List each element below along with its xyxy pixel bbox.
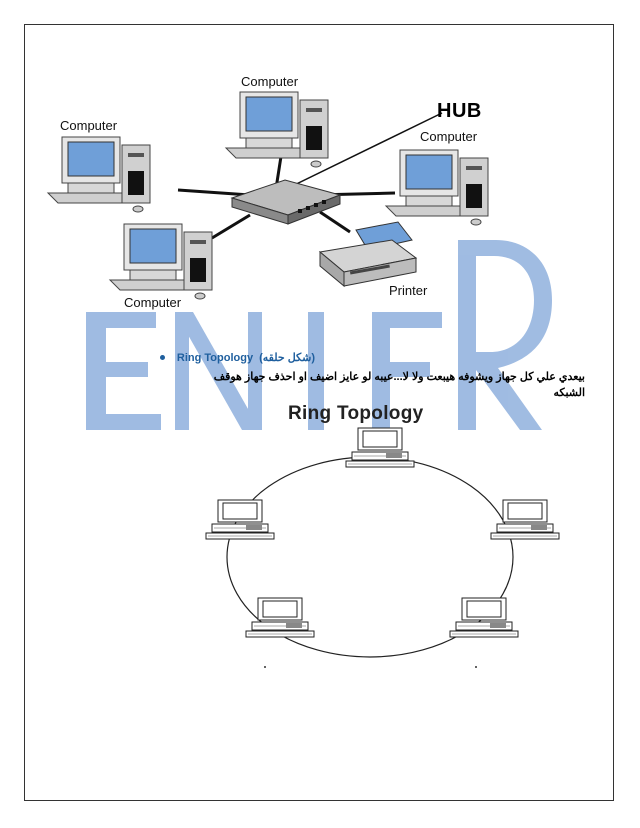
label-hub: HUB (437, 100, 482, 122)
cable-left (177, 188, 251, 197)
bullet-icon (159, 355, 165, 360)
page-border (24, 24, 614, 801)
hub-pointer-line (279, 112, 443, 193)
bullet-heading: Ring Topology (شكل حلقه) (159, 351, 315, 364)
cable-printer (319, 210, 351, 234)
label-computer-right: Computer (420, 129, 478, 144)
label-computer-top: Computer (241, 74, 299, 89)
label-computer-left: Computer (60, 118, 118, 133)
ring-diagram-title: Ring Topology (288, 403, 424, 424)
bullet-english-term: Ring Topology (176, 351, 254, 364)
printer-device (318, 221, 418, 288)
ring-node-left (205, 499, 275, 540)
cable-bottom-left (211, 213, 251, 240)
ring-node-top (345, 427, 415, 468)
bullet-arabic-term: (شكل حلقه) (259, 352, 315, 364)
ring-node-bottom-right (449, 597, 519, 638)
label-computer-bottom: Computer (124, 295, 182, 310)
hub-device (230, 179, 342, 225)
ring-description: بيعدي علي كل جهاز ويشوفه هيبعت ولا لا...… (213, 371, 585, 399)
ring-node-right (490, 499, 560, 540)
label-printer: Printer (389, 283, 428, 298)
